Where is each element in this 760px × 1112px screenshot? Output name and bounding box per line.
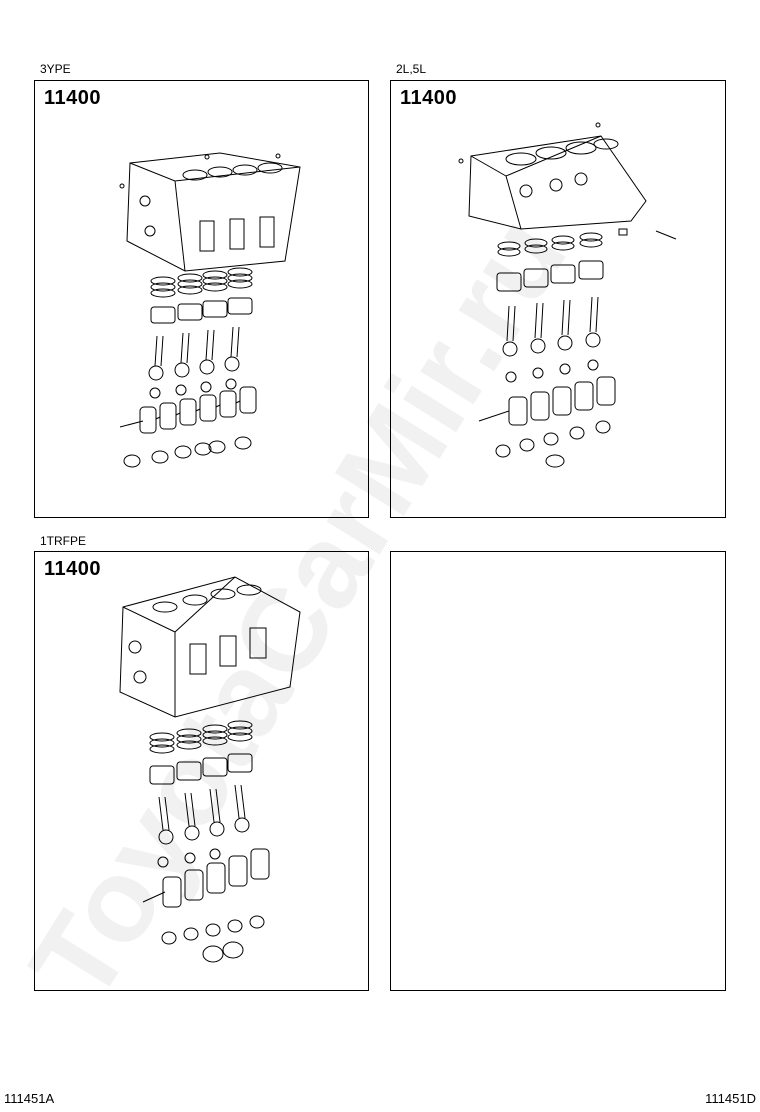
footer-right-code: 111451D: [705, 1091, 756, 1106]
engine-panel-3ype: 11400: [34, 80, 369, 518]
short-block-exploded-diagram: [119, 576, 301, 963]
engine-panel-2l-5l: 11400: [390, 80, 726, 518]
short-block-exploded-diagram: [119, 152, 301, 468]
panel-caption-3ype: 3YPE: [40, 62, 71, 76]
panel-caption-2l-5l: 2L,5L: [396, 62, 427, 76]
part-number-label[interactable]: 11400: [44, 558, 102, 580]
part-number-label[interactable]: 11400: [44, 87, 102, 109]
footer-left-code: 111451A: [4, 1091, 55, 1106]
panel-caption-1trfpe: 1TRFPE: [40, 534, 87, 548]
part-number-label[interactable]: 11400: [400, 87, 458, 109]
empty-panel: [390, 551, 726, 991]
short-block-exploded-diagram: [458, 122, 677, 468]
engine-panel-1trfpe: 11400: [34, 551, 369, 991]
